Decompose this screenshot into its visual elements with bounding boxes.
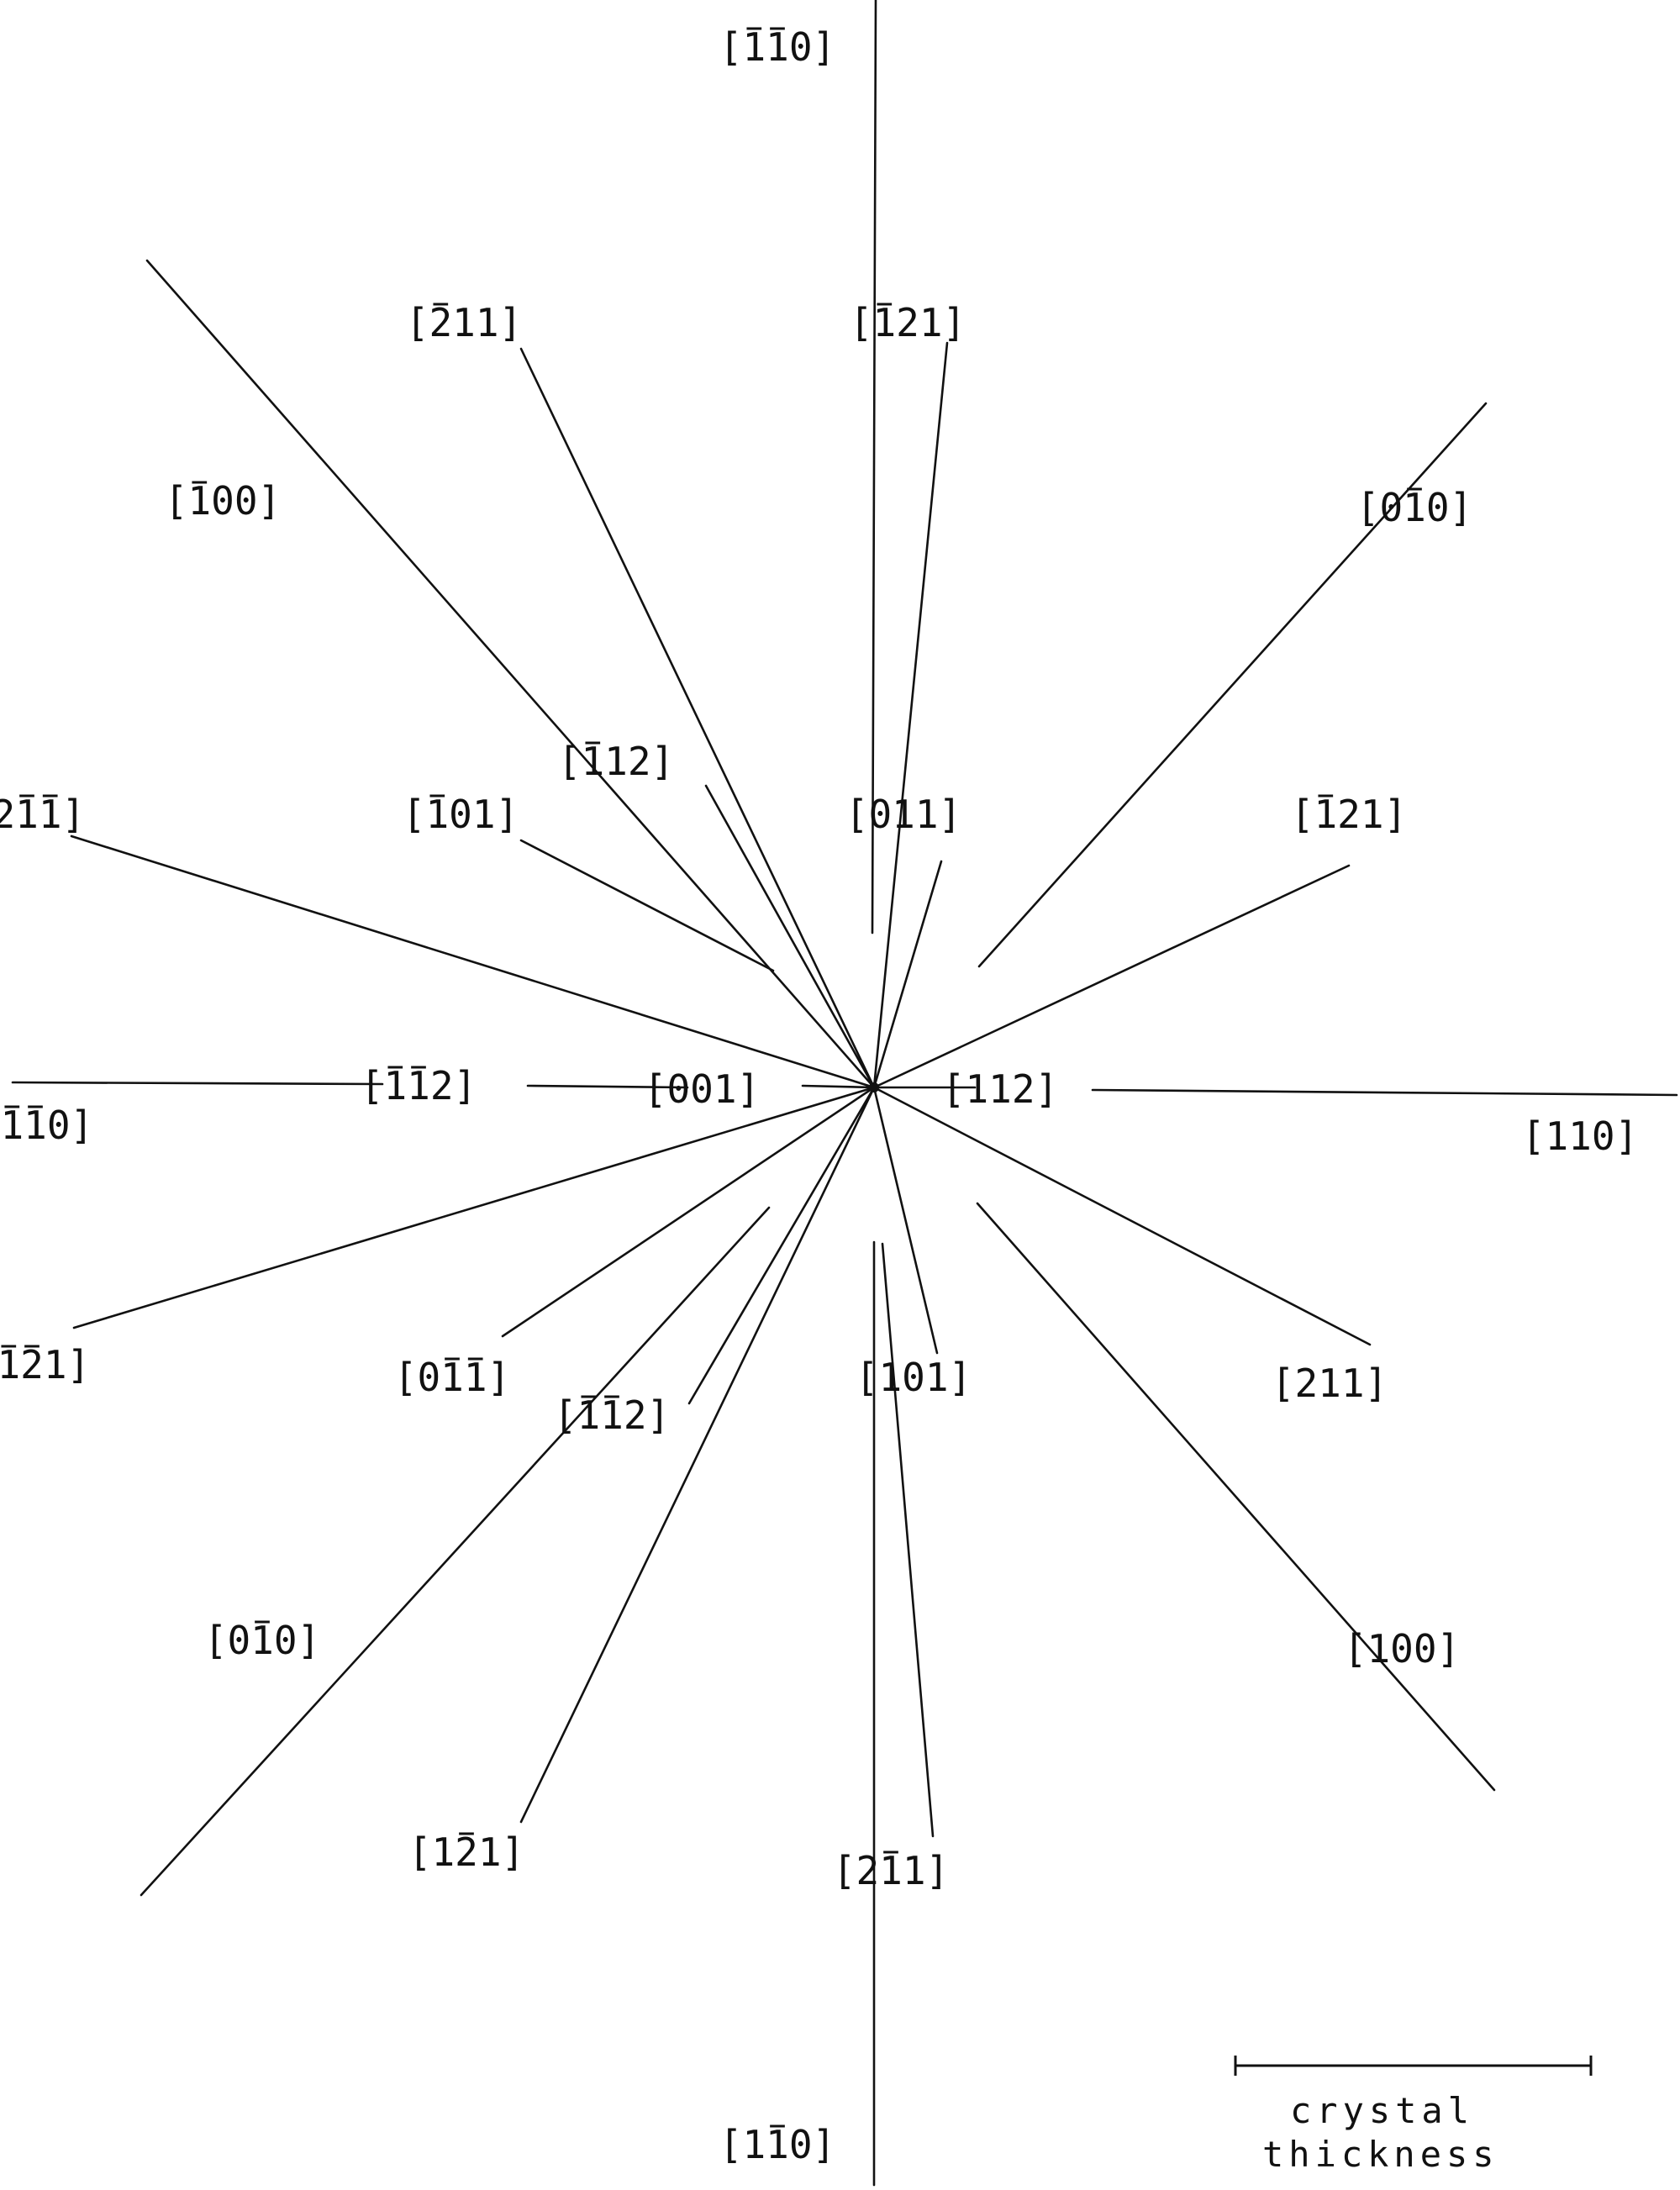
label-m100: [100]: [165, 478, 281, 524]
ray-m100: [145, 259, 876, 1089]
ray-2m11: [881, 1242, 935, 1838]
ray-100: [976, 1202, 1496, 1792]
direction-label-text: [121]: [0, 1342, 90, 1387]
ray-0m1m0: [140, 1206, 771, 1897]
direction-label-text: [211]: [0, 792, 85, 837]
direction-label-text: [211]: [406, 300, 522, 345]
direction-label-text: [211]: [833, 1848, 949, 1893]
origin-point: [869, 1082, 879, 1092]
direction-label-text: [010]: [204, 1618, 320, 1663]
label-110-right: [110]: [1522, 1113, 1638, 1159]
direction-label-text: [101]: [403, 792, 519, 837]
label-m1m10-top: [110]: [719, 24, 835, 70]
direction-label-text: [110]: [719, 2122, 835, 2167]
direction-labels: [110] [211] [121] [100] [010] [112] [211] [101]…: [0, 24, 1638, 2167]
ray-1m21: [519, 1086, 876, 1824]
label-m1m10-left: [110]: [0, 1103, 93, 1148]
label-0m1m0: [010]: [204, 1618, 320, 1663]
direction-label-text: [011]: [845, 792, 961, 837]
label-m112-up: [112]: [558, 739, 674, 784]
label-112: [112]: [942, 1066, 1058, 1112]
ray-m101: [519, 839, 775, 972]
direction-label-text: [112]: [942, 1066, 1058, 1112]
ray-horizontal-left: [11, 1081, 384, 1086]
scale-bar: crystal thickness: [1234, 2056, 1593, 2175]
ray-m1m12-low: [687, 1086, 876, 1405]
ray-m112: [704, 784, 876, 1089]
label-m101: [101]: [403, 792, 519, 837]
direction-label-text: [211]: [1272, 1361, 1388, 1406]
label-101-low: [101]: [856, 1355, 972, 1400]
label-m211: [211]: [406, 300, 522, 345]
label-001: [001]: [644, 1066, 760, 1112]
ray-2m1m1: [70, 834, 876, 1089]
ray-vertical-upper: [871, 0, 877, 934]
scale-bar-caption-line2: thickness: [1262, 2134, 1499, 2175]
direction-label-text: [110]: [719, 24, 835, 70]
direction-label-text: [100]: [165, 478, 281, 524]
ray-101-low: [872, 1086, 939, 1355]
ray-horizontal-right: [1091, 1088, 1678, 1097]
ray-left-segment-2: [801, 1084, 876, 1089]
label-2m11: [211]: [833, 1848, 949, 1893]
ray-m211: [519, 347, 876, 1089]
label-1m21: [121]: [408, 1829, 524, 1875]
label-121: [121]: [1291, 792, 1407, 837]
direction-label-text: [101]: [856, 1355, 972, 1400]
direction-label-text: [121]: [1291, 792, 1407, 837]
label-0m10: [010]: [1356, 485, 1472, 530]
direction-label-text: [121]: [408, 1829, 524, 1875]
label-2m1m1: [211]: [0, 792, 85, 837]
direction-label-text: [112]: [554, 1392, 670, 1438]
ray-0m1m1: [501, 1086, 876, 1338]
label-m1m12-low: [112]: [554, 1392, 670, 1438]
scale-bar-caption-line1: crystal: [1290, 2090, 1474, 2131]
label-1m10: [110]: [719, 2122, 835, 2167]
direction-label-text: [001]: [644, 1066, 760, 1112]
direction-label-text: [121]: [850, 300, 966, 345]
direction-label-text: [110]: [0, 1103, 93, 1148]
ray-121: [872, 864, 1351, 1089]
label-011: [011]: [845, 792, 961, 837]
direction-label-text: [100]: [1344, 1626, 1460, 1671]
ray-0m10: [977, 402, 1488, 968]
label-m1m12: [112]: [361, 1063, 477, 1108]
direction-label-text: [011]: [394, 1355, 510, 1400]
ray-011: [872, 860, 943, 1089]
ray-left-segment-1: [526, 1084, 689, 1089]
ray-m1m21: [72, 1086, 876, 1329]
direction-label-text: [110]: [1522, 1113, 1638, 1159]
ray-m121: [872, 341, 949, 1089]
label-0m1m1: [011]: [394, 1355, 510, 1400]
ray-211: [872, 1086, 1372, 1346]
label-m1m21: [121]: [0, 1342, 90, 1387]
rays: [11, 0, 1678, 2187]
direction-label-text: [010]: [1356, 485, 1472, 530]
label-m121-top: [121]: [850, 300, 966, 345]
label-211: [211]: [1272, 1361, 1388, 1406]
direction-label-text: [112]: [558, 739, 674, 784]
direction-label-text: [112]: [361, 1063, 477, 1108]
label-100: [100]: [1344, 1626, 1460, 1671]
